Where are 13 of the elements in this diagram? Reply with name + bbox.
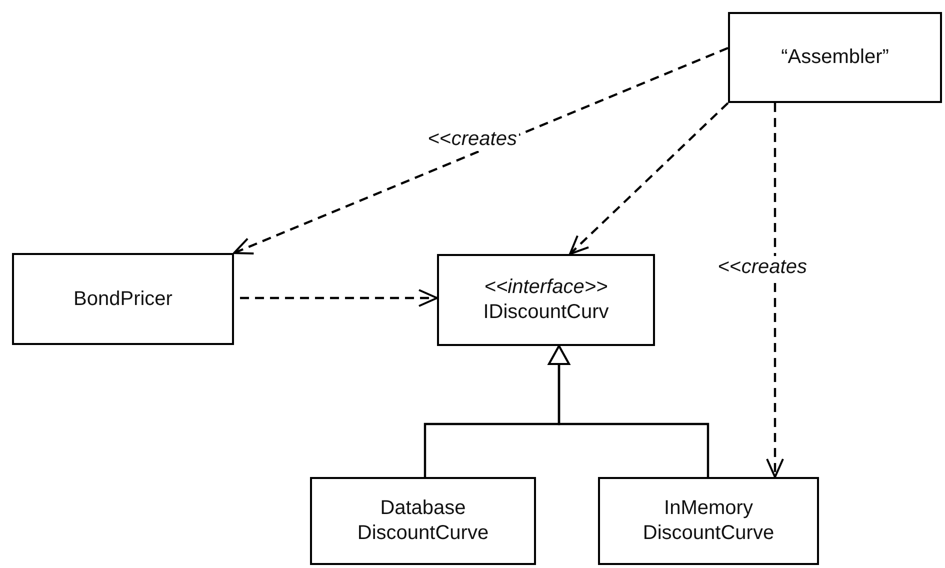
dependency-arrow (569, 102, 729, 255)
dependency-arrow (240, 289, 438, 307)
class-box: “Assembler” (728, 12, 942, 103)
interface-class-box (437, 254, 655, 346)
class-box: Database DiscountCurve (310, 477, 536, 565)
edge-label: <<creates (716, 256, 809, 279)
dependency-arrow (233, 46, 728, 254)
class-box: BondPricer (12, 253, 234, 345)
stereotype-label: <<interface>> (484, 275, 608, 300)
class-name: IDiscountCurv (483, 300, 609, 325)
inheritance-arrow (548, 345, 710, 477)
dependency-arrow (766, 103, 784, 478)
class-box: InMemory DiscountCurve (598, 477, 819, 565)
